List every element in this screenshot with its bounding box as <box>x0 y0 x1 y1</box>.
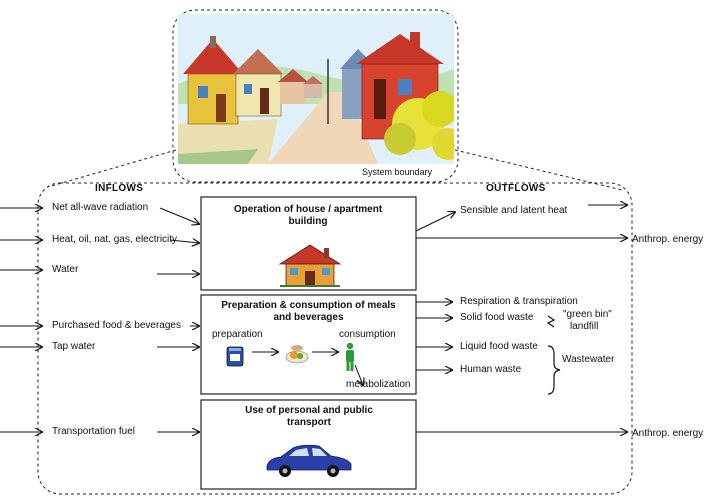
outflow-respiration-label: Respiration & transpiration <box>460 296 578 307</box>
inflow-energy-label: Heat, oil, nat. gas, electricity <box>52 234 178 245</box>
consumption-label: consumption <box>339 329 396 340</box>
meals-box <box>200 294 417 395</box>
outflow-liquid-waste-label: Liquid food waste <box>460 341 538 352</box>
inflow-fuel-label: Transportation fuel <box>52 426 136 437</box>
scene-frame <box>172 9 459 183</box>
inflow-radiation-label: Net all-wave radiation <box>52 202 149 213</box>
outflows-header: OUTFLOWS <box>486 183 546 194</box>
landfill-label: landfill <box>570 321 599 332</box>
meals-process-title: Preparation & consumption of meals and b… <box>221 300 396 323</box>
metabolization-label: metabolization <box>346 379 411 390</box>
outflow-anthrop-energy-2-label: Anthrop. energy <box>632 428 704 439</box>
outflow-human-waste-label: Human waste <box>460 364 522 375</box>
car-icon <box>266 444 352 477</box>
system-boundary-frame <box>37 182 633 495</box>
stove-icon <box>226 346 244 367</box>
food-plate-icon <box>285 345 309 364</box>
outflow-heat-label: Sensible and latent heat <box>460 205 568 216</box>
inflow-water-label: Water <box>52 264 79 275</box>
transport-box <box>200 399 417 490</box>
wastewater-brace <box>547 345 561 395</box>
house-icon <box>278 244 342 287</box>
inflow-tap-water-label: Tap water <box>52 341 96 352</box>
outflow-anthrop-energy-1-label: Anthrop. energy <box>632 234 704 245</box>
inflow-food-label: Purchased food & beverages <box>52 320 181 331</box>
person-icon <box>346 342 354 371</box>
wastewater-label: Wastewater <box>562 354 615 365</box>
green-bin-label: "green bin" <box>563 309 612 320</box>
transport-process-title: Use of personal and public transport <box>245 405 373 428</box>
preparation-label: preparation <box>212 329 263 340</box>
system-boundary-caption: System boundary <box>362 167 433 177</box>
boundary-connector-left <box>47 149 177 188</box>
village-street-illustration <box>178 14 454 164</box>
inflows-header: INFLOWS <box>95 183 144 194</box>
house-process-title: Operation of house / apartment building <box>233 204 383 227</box>
boundary-connector-right <box>454 149 623 191</box>
outflow-solid-waste-label: Solid food waste <box>460 312 534 323</box>
